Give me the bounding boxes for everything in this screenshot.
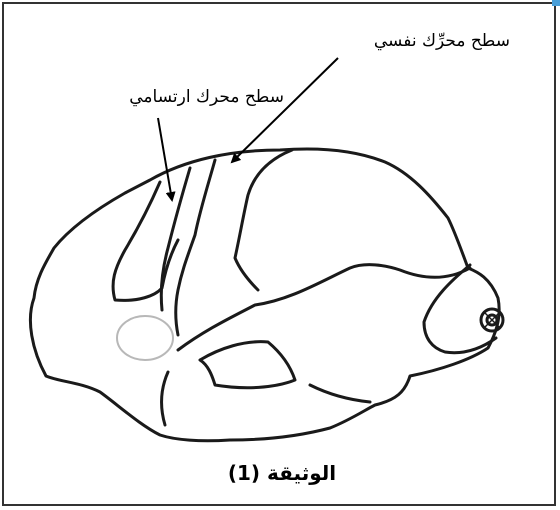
parietal-sulcus — [235, 150, 292, 290]
brain-outline — [30, 149, 499, 441]
arrow-primary-motor — [158, 118, 172, 200]
label-primary-motor-area: سطح محرك ارتسامي — [129, 87, 284, 107]
caption: الوثيقة (1) — [228, 461, 336, 485]
lower-sulcus-1 — [162, 372, 168, 425]
motor-gyrus-back — [161, 168, 190, 310]
temporal-sulcus — [200, 342, 295, 388]
faint-oval-region — [117, 316, 173, 360]
arrow-psychomotor — [232, 58, 338, 162]
central-sulcus — [176, 160, 215, 335]
label-psychomotor-area: سطح محرِّك نفسي — [374, 31, 510, 51]
lower-sulcus-2 — [310, 385, 370, 402]
